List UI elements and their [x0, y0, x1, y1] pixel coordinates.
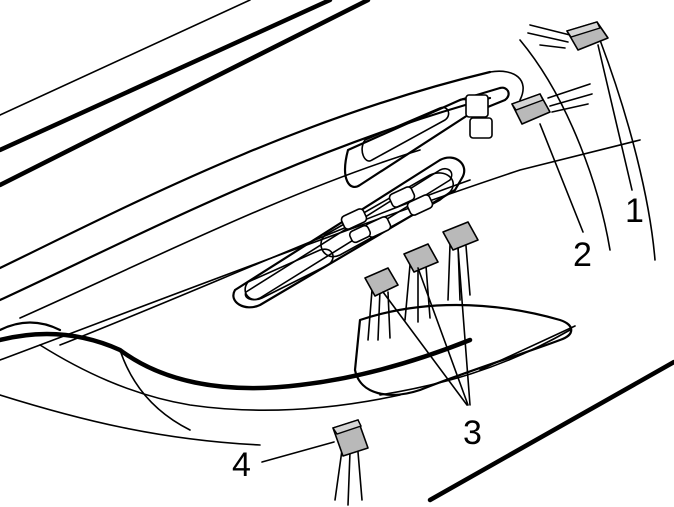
door-bottom-edge: [427, 359, 674, 503]
window-switch-panel: [232, 156, 466, 309]
callout-4: 4: [232, 446, 251, 484]
connector-1: [527, 21, 609, 51]
connector-2: [510, 83, 593, 125]
callout-3: 3: [463, 414, 482, 452]
leader-lines: [261, 44, 633, 463]
door-trim-lines: [0, 39, 656, 361]
connector-group-3: [364, 221, 479, 341]
window-edge-lines: [0, 0, 371, 188]
callout-1: 1: [625, 192, 644, 230]
callout-2: 2: [573, 236, 592, 274]
armrest-outline: [0, 321, 473, 446]
door-handle: [343, 86, 510, 188]
door-pocket: [353, 303, 576, 396]
connector-4: [331, 419, 369, 506]
